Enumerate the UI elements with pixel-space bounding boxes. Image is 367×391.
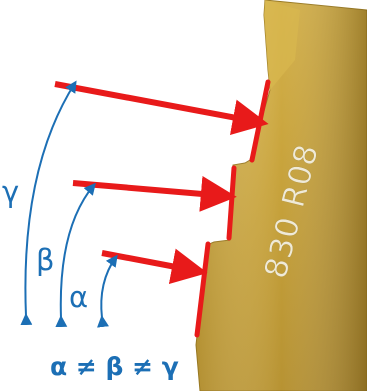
- label-alpha: α: [69, 280, 88, 314]
- arc-alpha: [101, 257, 116, 318]
- label-beta: β: [36, 243, 55, 277]
- arrow-middle: [73, 183, 226, 196]
- arrow-top: [55, 84, 258, 122]
- label-gamma: γ: [2, 175, 19, 209]
- arrow-bottom: [102, 253, 197, 271]
- arc-gamma: [25, 83, 75, 316]
- formula-text: α ≠ β ≠ γ: [50, 352, 179, 381]
